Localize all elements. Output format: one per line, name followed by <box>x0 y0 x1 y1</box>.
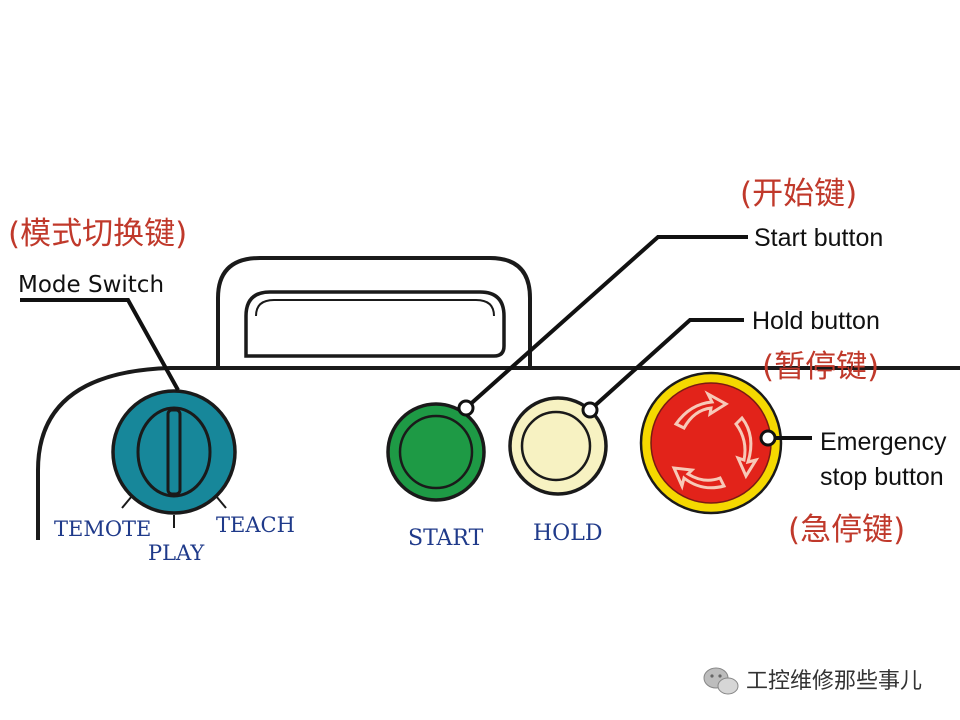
start-panel-label: START <box>408 526 484 551</box>
wechat-icon <box>703 667 739 695</box>
mode-position-teach: TEACH <box>216 513 295 537</box>
handle <box>216 256 532 368</box>
start-button-label-cn: (开始键) <box>740 176 857 212</box>
emergency-label-en-line1: Emergency <box>820 428 947 456</box>
mode-position-remote: TEMOTE <box>54 517 151 541</box>
rotate-arrows-icon <box>671 390 760 491</box>
hold-button-label-en: Hold button <box>752 307 880 335</box>
mode-tick-remote <box>121 495 133 509</box>
pendant-body-outline <box>36 366 960 540</box>
emergency-leader-dot <box>759 429 777 447</box>
emergency-label-cn: (急停键) <box>788 512 905 548</box>
start-leader-dot <box>457 399 475 417</box>
start-button-label-en: Start button <box>754 224 883 252</box>
mode-tick-teach <box>215 495 227 509</box>
start-button[interactable] <box>386 402 486 502</box>
mode-position-play: PLAY <box>148 541 205 565</box>
mode-switch-leader <box>20 298 180 391</box>
start-button-leader <box>464 235 748 410</box>
mode-switch-label-en: Mode Switch <box>18 272 164 298</box>
hold-panel-label: HOLD <box>533 521 602 546</box>
hold-leader-dot <box>581 401 599 419</box>
hold-button-label-cn: (暂停键) <box>762 349 879 385</box>
emergency-stop-button[interactable] <box>639 371 783 515</box>
mode-switch-label-cn: (模式切换键) <box>8 216 187 252</box>
hold-button[interactable] <box>508 396 608 496</box>
mode-switch-knob[interactable] <box>111 389 237 515</box>
emergency-label-en-line2: stop button <box>820 463 944 491</box>
hold-button-leader <box>588 318 744 412</box>
watermark-text: 工控维修那些事儿 <box>746 669 922 694</box>
